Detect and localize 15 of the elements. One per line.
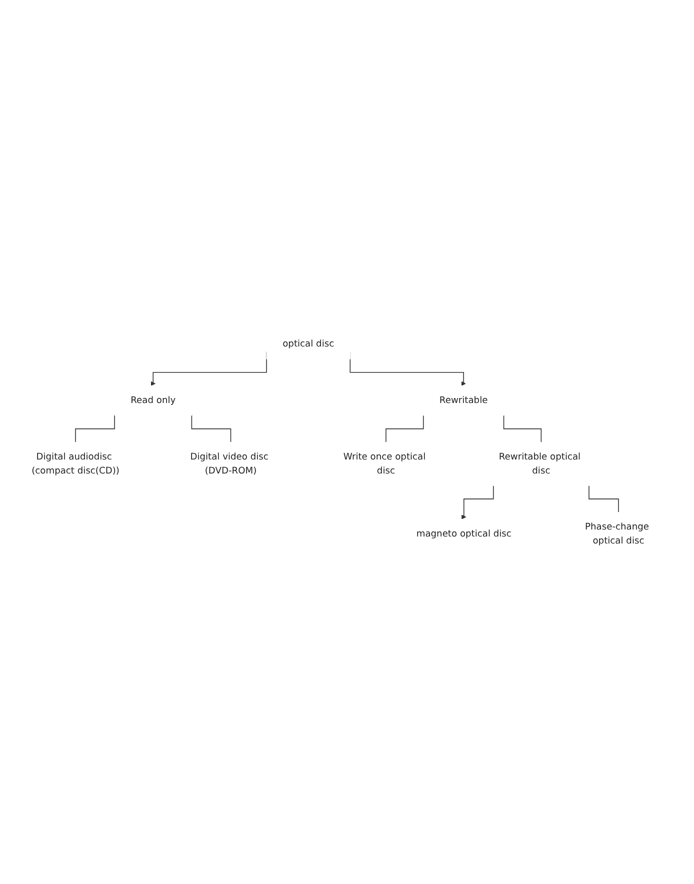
node-text: Write once optical disc	[343, 450, 426, 476]
arrow	[462, 484, 494, 519]
connector	[386, 414, 424, 442]
node-text: Read only	[130, 394, 176, 406]
connector	[588, 484, 619, 512]
node-text: Digital video disc (DVD-ROM)	[190, 450, 268, 476]
node-text: Rewritable optical disc	[498, 450, 581, 476]
connector	[191, 414, 232, 442]
connector	[503, 414, 542, 442]
node-text: Digital audiodisc (compact disc(CD))	[32, 450, 120, 476]
connector	[75, 414, 115, 442]
node-text: Rewritable	[439, 394, 488, 406]
node-text: Phase-change optical disc	[585, 520, 649, 546]
node-text: optical disc	[282, 338, 334, 349]
node-text: magneto optical disc	[416, 528, 512, 538]
